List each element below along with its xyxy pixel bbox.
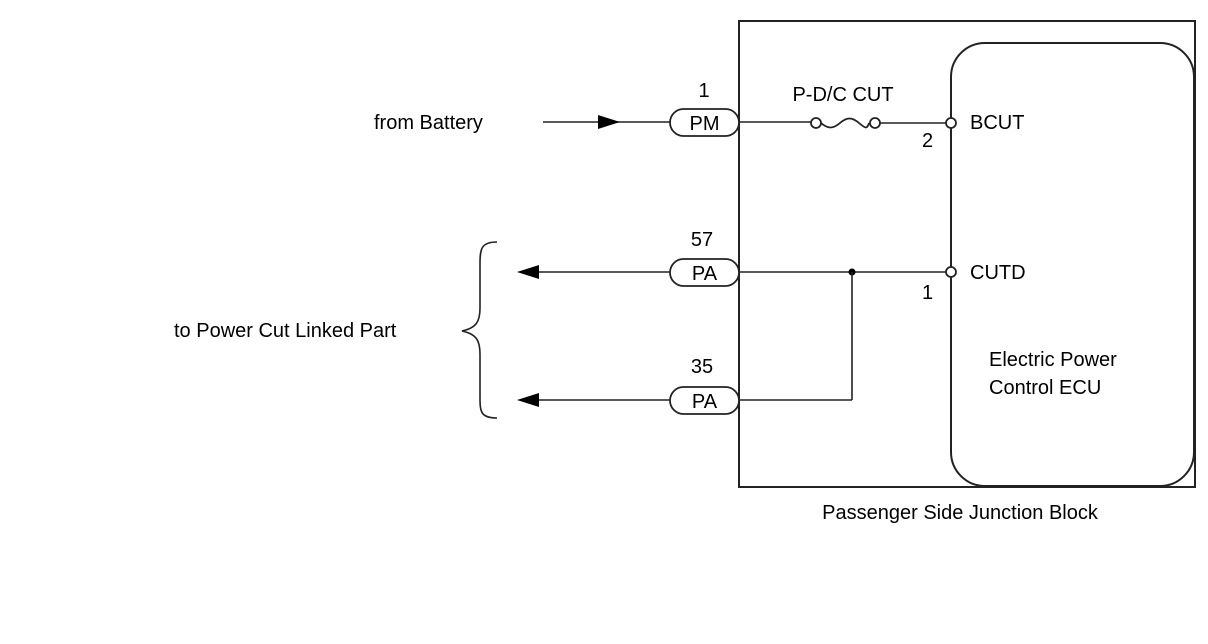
connector-pa-57-pin: 57 — [691, 229, 713, 251]
connector-pa-35-pin: 35 — [691, 356, 713, 378]
bcut-terminal-icon — [945, 117, 957, 129]
fuse-icon — [810, 117, 881, 129]
junction-block-label: Passenger Side Junction Block — [822, 502, 1099, 524]
connector-pm-pin: 1 — [698, 80, 709, 102]
source-label: from Battery — [374, 112, 483, 134]
destination-label: to Power Cut Linked Part — [174, 320, 397, 342]
pa57-arrow-icon — [517, 265, 539, 279]
ecu-name-line2: Control ECU — [989, 377, 1101, 399]
cutd-name: CUTD — [970, 262, 1026, 284]
ecu-name-line1: Electric Power — [989, 349, 1117, 371]
bcut-name: BCUT — [970, 112, 1024, 134]
fuse-label: P-D/C CUT — [792, 84, 893, 106]
battery-arrow-icon — [598, 115, 620, 129]
cutd-terminal-icon — [945, 266, 957, 278]
pa35-arrow-icon — [517, 393, 539, 407]
ecu-box — [950, 42, 1195, 487]
connector-pm-name: PM — [690, 113, 720, 135]
connector-pa-35-name: PA — [692, 391, 718, 413]
connector-pa-57-name: PA — [692, 263, 718, 285]
destination-brace-icon — [461, 241, 498, 419]
bcut-pin: 2 — [922, 130, 933, 152]
cutd-pin: 1 — [922, 282, 933, 304]
